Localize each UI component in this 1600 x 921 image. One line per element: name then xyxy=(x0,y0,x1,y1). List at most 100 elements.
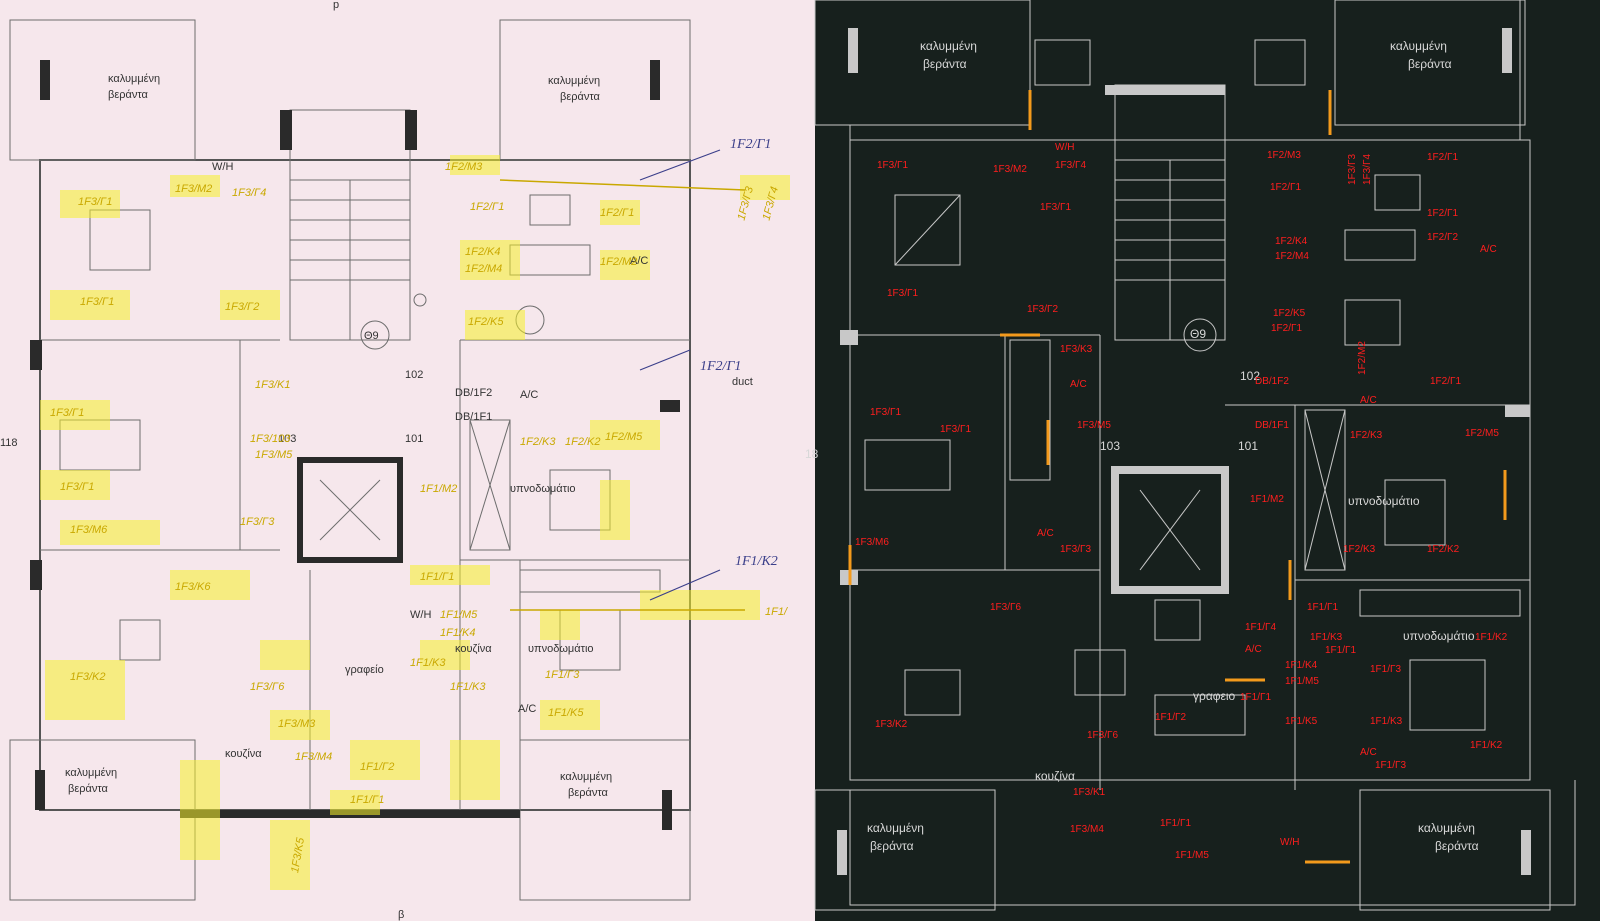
distribution-board-label: DB/1F2 xyxy=(455,387,492,399)
veranda-top-right-line2: βεράντα xyxy=(560,91,601,103)
annotation: DB/1F2 xyxy=(1255,376,1289,387)
handwritten-note-4: 1F1/ xyxy=(765,606,788,618)
annotation: 1F1/K2 xyxy=(1470,740,1503,751)
veranda-bottom-left-line2: βεράντα xyxy=(68,783,109,795)
annotation: 1F3/Γ4 xyxy=(232,187,266,199)
ac-label: A/C xyxy=(1480,244,1497,255)
annotation: 1F3/M6 xyxy=(855,537,889,548)
veranda-top-left-line2: βεράντα xyxy=(923,57,967,71)
annotation: 1F3/M2 xyxy=(175,183,212,195)
annotation: 1F2/K4 xyxy=(465,246,500,258)
annotation: 1F2/M2 xyxy=(600,256,637,268)
annotation: 1F3/Γ3 xyxy=(240,516,275,528)
annotation: 1F1/M2 xyxy=(1250,494,1284,505)
annotation: 1F1/Γ3 xyxy=(545,669,580,681)
office-label: γραφειο xyxy=(1193,689,1236,703)
annotation: 1F3/Γ1 xyxy=(60,481,94,493)
unit-102-label: 102 xyxy=(1240,369,1260,383)
kitchen-b-label: κουζίνα xyxy=(225,748,262,760)
bedroom-b-label: υπνοδωμάτιο xyxy=(528,643,594,655)
annotation: 1F3/M3 xyxy=(278,718,316,730)
annotation: 1F2/M5 xyxy=(605,431,643,443)
annotation: 1F1/Γ2 xyxy=(1155,712,1187,723)
annotation: 1F1/K5 xyxy=(1285,716,1318,727)
annotation: 1F2/Γ1 xyxy=(470,201,504,213)
veranda-bottom-right-line2: βεράντα xyxy=(568,787,609,799)
annotation: 1F1/K3 xyxy=(450,681,486,693)
annotation: 1F3/Γ3 xyxy=(1060,544,1092,555)
kitchen-a-label: κουζίνα xyxy=(455,643,492,655)
annotation: 1F1/M5 xyxy=(1175,850,1209,861)
annotation: 1F2/Γ1 xyxy=(1427,152,1459,163)
ac-label: A/C xyxy=(1360,747,1377,758)
annotation: 1F2/K5 xyxy=(468,316,504,328)
veranda-top-right-line1: καλυμμένη xyxy=(1390,39,1447,53)
level-118-label: 18 xyxy=(805,447,819,461)
handwritten-note-1: 1F2/Γ1 xyxy=(730,137,771,152)
annotation: 1F2/Γ1 xyxy=(1271,323,1303,334)
annotation: 1F1/Γ1 xyxy=(1160,818,1192,829)
veranda-top-right-line2: βεράντα xyxy=(1408,57,1452,71)
annotation: 1F1/M5 xyxy=(440,609,478,621)
annotation: 1F3/Γ2 xyxy=(225,301,259,313)
cad-plan-drawing: καλυμμένη βεράντα καλυμμένη βεράντα καλυ… xyxy=(805,0,1576,911)
annotation: 1F3/K1 xyxy=(1073,787,1106,798)
annotation: 1F3/Γ1 xyxy=(80,296,114,308)
annotation: 1F2/K3 xyxy=(1343,544,1376,555)
annotation: 1F3/Γ1 xyxy=(887,288,919,299)
annotation: 1F3/K6 xyxy=(175,581,211,593)
veranda-bottom-left-line2: βεράντα xyxy=(870,839,914,853)
annotation: 1F3/Γ2 xyxy=(1027,304,1059,315)
annotation: 1F1/Γ4 xyxy=(1245,622,1277,633)
annotation: W/H xyxy=(1280,837,1299,848)
annotation: 1F1/Γ1 xyxy=(1240,692,1272,703)
ac-label-b: A/C xyxy=(630,255,648,267)
kitchen-label: κουζίνα xyxy=(1035,769,1075,783)
veranda-top-left-line2: βεράντα xyxy=(108,89,149,101)
annotation: 1F1/K3 xyxy=(410,657,446,669)
annotation: 1F1/K5 xyxy=(548,707,584,719)
south-letter: β xyxy=(398,909,404,921)
annotation: 1F2/M3 xyxy=(1267,150,1301,161)
ac-label-a: A/C xyxy=(520,389,538,401)
annotation: 1F2/M2 xyxy=(1357,341,1368,375)
cad-annotations: 1F3/Γ1 1F3/M2 1F3/Γ4 1F3/Γ1 1F3/Γ2 1F3/K… xyxy=(855,142,1508,861)
veranda-top-right-line1: καλυμμένη xyxy=(548,75,600,87)
annotation: 1F3/K1 xyxy=(255,379,290,391)
veranda-bottom-right-line2: βεράντα xyxy=(1435,839,1479,853)
wh-label: A/C xyxy=(1245,644,1262,655)
annotation: 1F1/K2 xyxy=(1475,632,1508,643)
bedroom-a-label: υπνοδωμάτιο xyxy=(510,483,576,495)
annotation: DB/1F1 xyxy=(1255,420,1289,431)
scanned-plan-panel: καλυμμένη βεράντα καλυμμένη βεράντα καλυ… xyxy=(0,0,815,921)
annotation: 1F2/K5 xyxy=(1273,308,1306,319)
annotation: 1F3/Γ4 xyxy=(1055,160,1087,171)
unit-101-label: 101 xyxy=(405,433,423,445)
annotation: 1F2/K3 xyxy=(1350,430,1383,441)
annotation: 1F3/K2 xyxy=(875,719,908,730)
annotation: 1F3/Γ1 xyxy=(50,407,84,419)
ac-label-c: A/C xyxy=(518,703,536,715)
unit-103-label: 103 xyxy=(278,433,296,445)
annotation: 1F3/M4 xyxy=(1070,824,1104,835)
veranda-top-left-line1: καλυμμένη xyxy=(108,73,160,85)
veranda-top-left-line1: καλυμμένη xyxy=(920,39,977,53)
ac-label: A/C xyxy=(1070,379,1087,390)
annotation: 1F1/Γ1 xyxy=(350,794,384,806)
annotation: 1F1/Γ1 xyxy=(420,571,454,583)
annotation: 1F1/M2 xyxy=(420,483,457,495)
scanned-annotations: 1F3/M2 1F3/Γ4 1F3/Γ1 1F3/Γ1 1F3/Γ2 1F3/K… xyxy=(50,161,643,874)
annotation: 1F2/Γ1 xyxy=(1430,376,1462,387)
annotation: 1F3/M4 xyxy=(295,751,332,763)
annotation: 1F1/K3 xyxy=(1310,632,1343,643)
cad-plan-panel: καλυμμένη βεράντα καλυμμένη βεράντα καλυ… xyxy=(805,0,1600,921)
annotation: 1F1/Γ3 xyxy=(1375,760,1407,771)
theta-label: Θ9 xyxy=(364,330,379,342)
water-heater-label-2: W/H xyxy=(410,609,431,621)
unit-102-label: 102 xyxy=(405,369,423,381)
annotation: 1F2/M5 xyxy=(1465,428,1499,439)
office-label: γραφείο xyxy=(345,664,384,676)
annotation: 1F1/M5 xyxy=(1285,676,1319,687)
annotation: 1F2/K3 xyxy=(520,436,556,448)
annotation: 1F2/Γ1 xyxy=(1270,182,1302,193)
